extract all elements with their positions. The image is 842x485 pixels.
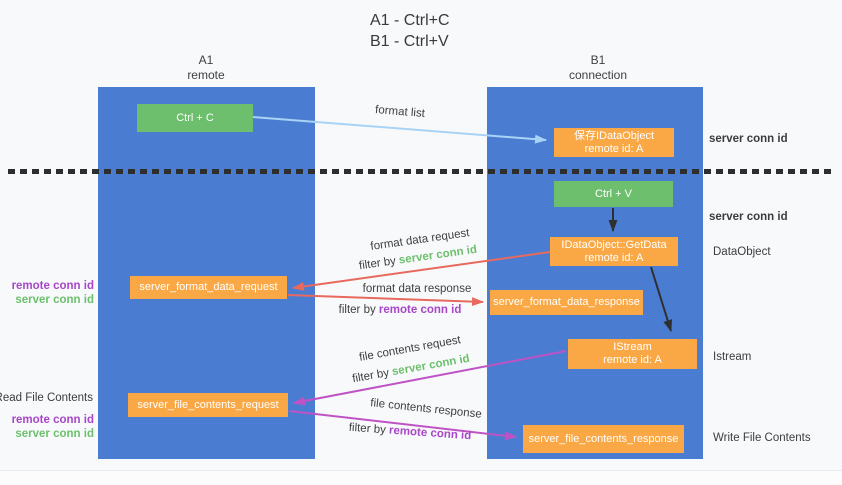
filter-by-text: filter by: [351, 366, 394, 386]
node-save-idataobject-line1: 保存IDataObject: [573, 129, 655, 142]
node-ctrl-c: Ctrl + C: [137, 104, 253, 132]
label-remote-conn-id-left-1: remote conn id: [11, 280, 94, 292]
label-remote-conn-id-left-2: remote conn id: [11, 414, 94, 426]
label-filter-by-remote-conn-id-1: filter by remote conn id: [339, 304, 462, 316]
label-istream: Istream: [713, 351, 752, 363]
label-format-data-response: format data response: [362, 283, 472, 295]
node-istream-line1: IStream: [613, 341, 652, 353]
node-save-idataobject-line2: remote id: A: [584, 142, 644, 155]
node-server-format-data-request: server_format_data_request: [130, 276, 287, 299]
label-conn-ids-left-2: remote conn id server conn id: [12, 413, 94, 441]
label-write-file-contents: Write File Contents: [713, 432, 811, 444]
node-ctrl-c-label: Ctrl + C: [176, 111, 214, 124]
label-format-list: format list: [374, 104, 426, 120]
node-server-file-contents-response: server_file_contents_response: [523, 425, 684, 453]
diagram-title: A1 - Ctrl+C B1 - Ctrl+V: [370, 10, 450, 52]
node-server-format-data-request-label: server_format_data_request: [139, 281, 278, 293]
label-server-conn-id-left-2: server conn id: [15, 428, 94, 440]
node-idataobject-getdata: IDataObject::GetData remote id: A: [550, 237, 678, 266]
filter-by-text: filter by: [358, 254, 400, 273]
node-server-file-contents-request: server_file_contents_request: [128, 393, 288, 417]
lane-b1-title: B1: [590, 53, 606, 67]
lane-a1-subtitle: remote: [187, 68, 225, 82]
lane-b1-header: B1 connection: [538, 53, 658, 83]
node-server-format-data-response-label: server_format_data_response: [493, 296, 640, 308]
node-istream-line2: remote id: A: [603, 354, 662, 366]
label-read-file-contents: Read File Contents: [0, 392, 93, 404]
label-server-conn-id-left-1: server conn id: [15, 294, 94, 306]
copy-paste-divider-dotted-line: [8, 169, 831, 174]
label-file-contents-response: file contents response: [369, 397, 483, 421]
node-ctrl-v: Ctrl + V: [554, 181, 673, 207]
server-conn-id-key: server conn id: [391, 352, 471, 379]
node-istream: IStream remote id: A: [568, 339, 697, 369]
node-server-file-contents-request-label: server_file_contents_request: [137, 398, 279, 411]
node-save-idataobject: 保存IDataObject remote id: A: [554, 128, 674, 157]
bottom-edge-strip: [0, 470, 842, 485]
label-server-conn-id-right-2: server conn id: [709, 211, 788, 223]
label-conn-ids-left-1: remote conn id server conn id: [12, 279, 94, 307]
node-server-file-contents-response-label: server_file_contents_response: [528, 432, 679, 445]
filter-by-text: filter by: [338, 304, 379, 316]
node-ctrl-v-label: Ctrl + V: [595, 187, 632, 200]
arrow-format-data-response: [287, 294, 484, 307]
lane-a1-title: A1: [198, 53, 214, 67]
lane-a1-header: A1 remote: [146, 53, 266, 83]
label-filter-by-remote-conn-id-2: filter by remote conn id: [348, 422, 471, 443]
lane-b1-subtitle: connection: [568, 68, 628, 82]
filter-by-text: filter by: [348, 421, 390, 437]
remote-conn-id-key: remote conn id: [388, 424, 472, 443]
title-line-2: B1 - Ctrl+V: [370, 33, 449, 50]
title-line-1: A1 - Ctrl+C: [370, 12, 450, 29]
node-server-format-data-response: server_format_data_response: [490, 290, 643, 315]
label-server-conn-id-right-1: server conn id: [709, 133, 788, 145]
node-idataobject-getdata-line1: IDataObject::GetData: [561, 238, 667, 251]
label-dataobject: DataObject: [713, 246, 771, 258]
node-idataobject-getdata-line2: remote id: A: [584, 251, 644, 264]
remote-conn-id-key: remote conn id: [378, 304, 462, 316]
